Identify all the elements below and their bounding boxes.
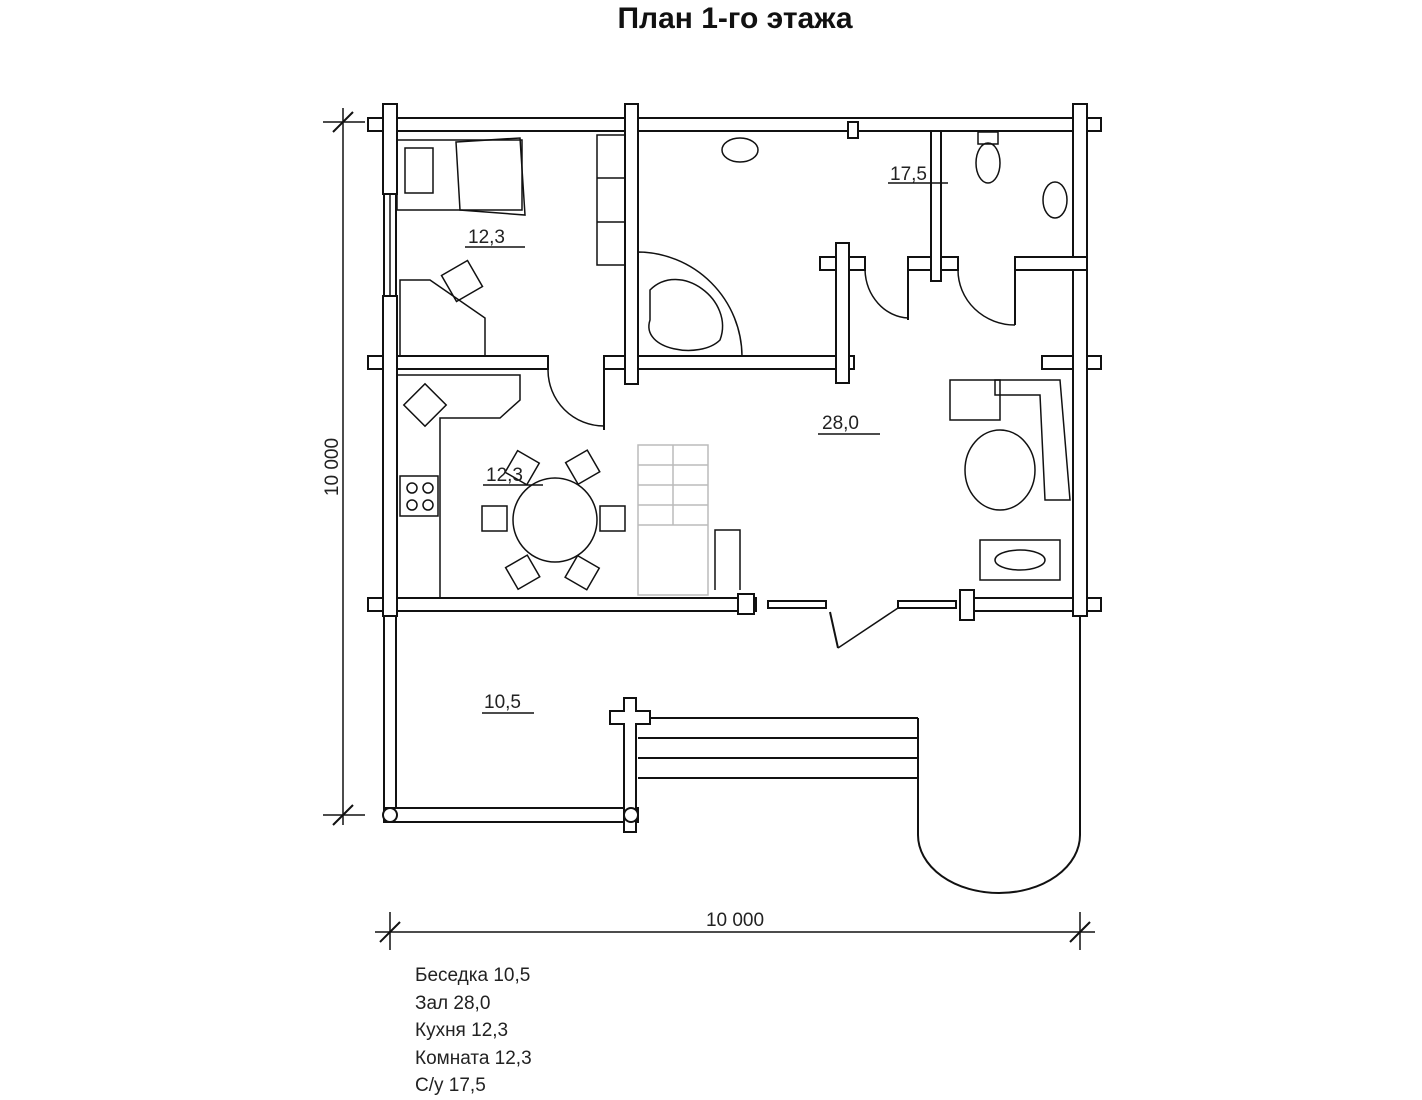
legend-item: С/у 17,5: [415, 1075, 486, 1096]
room-legend: Беседка 10,5 Зал 28,0 Кухня 12,3 Комната…: [415, 962, 532, 1100]
height-dimension-label: 10 000: [322, 438, 343, 496]
page-title: План 1-го этажа: [617, 2, 853, 35]
room-labels: 12,3 17,5 28,0 12,3 10,5: [465, 164, 948, 714]
doors: [547, 269, 1016, 649]
legend-item: Кухня 12,3: [415, 1020, 509, 1041]
room-area-su: 17,5: [890, 164, 927, 185]
room-area-zal: 28,0: [822, 413, 859, 434]
room-area-besedka: 10,5: [484, 692, 521, 713]
width-dimension-label: 10 000: [706, 910, 764, 931]
room-area-kukhnya: 12,3: [486, 465, 523, 486]
dimension-horizontal: 10 000: [375, 910, 1095, 950]
walls: [367, 103, 1102, 621]
legend-item: Комната 12,3: [415, 1047, 532, 1069]
legend-item: Зал 28,0: [415, 992, 491, 1014]
dimension-vertical: 10 000: [322, 108, 365, 826]
legend-item: Беседка 10,5: [415, 965, 531, 986]
room-area-komnata: 12,3: [468, 227, 505, 248]
furniture: [396, 131, 1071, 599]
veranda: [382, 611, 1081, 894]
